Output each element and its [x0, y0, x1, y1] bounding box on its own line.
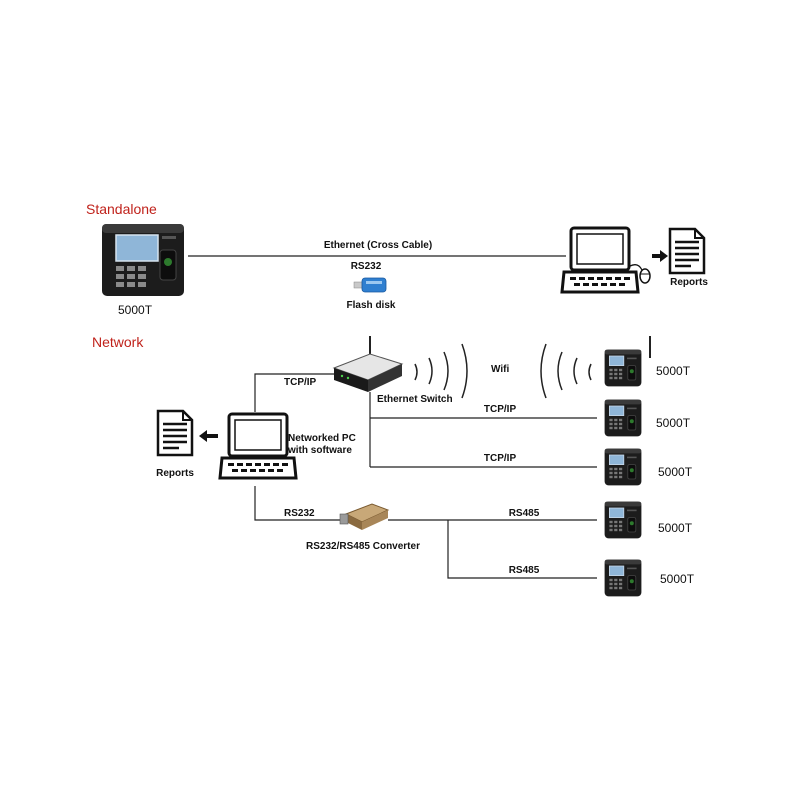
standalone-reports-document-icon — [668, 227, 706, 275]
standalone-rs232-label: RS232 — [350, 261, 382, 272]
pc-rs232-label: RS232 — [284, 508, 315, 519]
standalone-reports-label: Reports — [670, 277, 708, 288]
standalone-laptop-icon — [560, 226, 640, 294]
flash-disk-icon — [353, 277, 387, 293]
device-2-link-label: TCP/IP — [483, 404, 517, 415]
wifi-label: Wifi — [491, 364, 510, 375]
device-3-label: 5000T — [658, 465, 693, 479]
device-5-link-label: RS485 — [508, 565, 540, 576]
standalone-section-title: Standalone — [86, 201, 157, 217]
ethernet-cable-label: Ethernet (Cross Cable) — [323, 240, 433, 251]
device-1-icon — [604, 349, 642, 387]
networked-pc-icon — [218, 412, 298, 480]
device-5-label: 5000T — [660, 572, 695, 586]
pc-to-converter-line — [254, 486, 342, 521]
network-reports-label: Reports — [156, 468, 194, 479]
standalone-mouse-icon — [629, 264, 651, 284]
device-3-icon — [604, 448, 642, 486]
converter-label: RS232/RS485 Converter — [306, 541, 420, 552]
rs232-rs485-converter-icon — [339, 503, 390, 530]
ethernet-switch-icon — [332, 336, 404, 392]
wifi-waves-icon — [414, 343, 592, 399]
networked-pc-label-line2: with software — [288, 445, 352, 456]
network-section-title: Network — [92, 334, 144, 350]
network-arrow-icon — [199, 430, 218, 442]
standalone-device-label: 5000T — [118, 303, 153, 317]
standalone-device — [102, 224, 184, 296]
device-4-icon — [604, 501, 642, 539]
device-2-icon — [604, 399, 642, 437]
ethernet-switch-label: Ethernet Switch — [377, 394, 453, 405]
pc-to-switch-line — [254, 373, 340, 412]
networked-pc-label-line1: Networked PC — [288, 433, 356, 444]
device-2-label: 5000T — [656, 416, 691, 430]
network-reports-document-icon — [156, 409, 194, 457]
pc-tcpip-label: TCP/IP — [284, 377, 317, 388]
device-4-link-label: RS485 — [508, 508, 540, 519]
converter-to-device-5-line — [447, 520, 597, 579]
flash-disk-label: Flash disk — [346, 300, 396, 311]
device-5-icon — [604, 559, 642, 597]
device-3-link-label: TCP/IP — [483, 453, 517, 464]
standalone-arrow-icon — [652, 250, 668, 262]
device-4-label: 5000T — [658, 521, 693, 535]
device-1-label: 5000T — [656, 364, 691, 378]
